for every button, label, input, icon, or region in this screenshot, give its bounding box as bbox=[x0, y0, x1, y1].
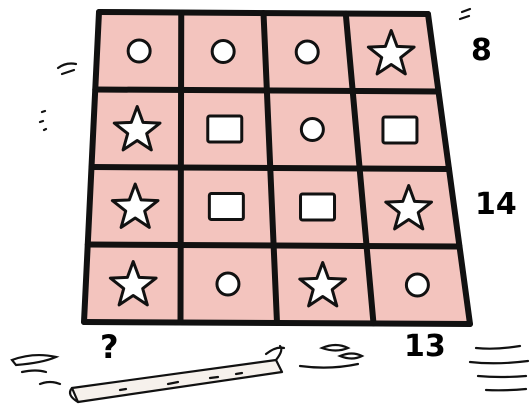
square-symbol-r3-c3 bbox=[301, 194, 335, 220]
row-3-sum-label: 14 bbox=[475, 187, 517, 222]
row-1-sum-label: 8 bbox=[471, 33, 492, 68]
square-symbol-r3-c2 bbox=[209, 194, 243, 220]
square-symbol-r2-c4 bbox=[383, 117, 417, 143]
grid-line-horizontal bbox=[88, 245, 460, 247]
column-1-question-mark: ? bbox=[100, 328, 119, 366]
circle-symbol-r1-c2 bbox=[212, 41, 234, 63]
grid-line-horizontal bbox=[84, 322, 470, 324]
circle-symbol-r4-c4 bbox=[406, 274, 428, 296]
circle-symbol-r4-c2 bbox=[217, 273, 239, 295]
circle-symbol-r2-c3 bbox=[301, 119, 323, 141]
column-3-sum-label: 13 bbox=[404, 329, 446, 364]
circle-symbol-r1-c3 bbox=[296, 41, 318, 63]
square-symbol-r2-c2 bbox=[208, 116, 242, 142]
circle-symbol-r1-c1 bbox=[128, 40, 150, 62]
